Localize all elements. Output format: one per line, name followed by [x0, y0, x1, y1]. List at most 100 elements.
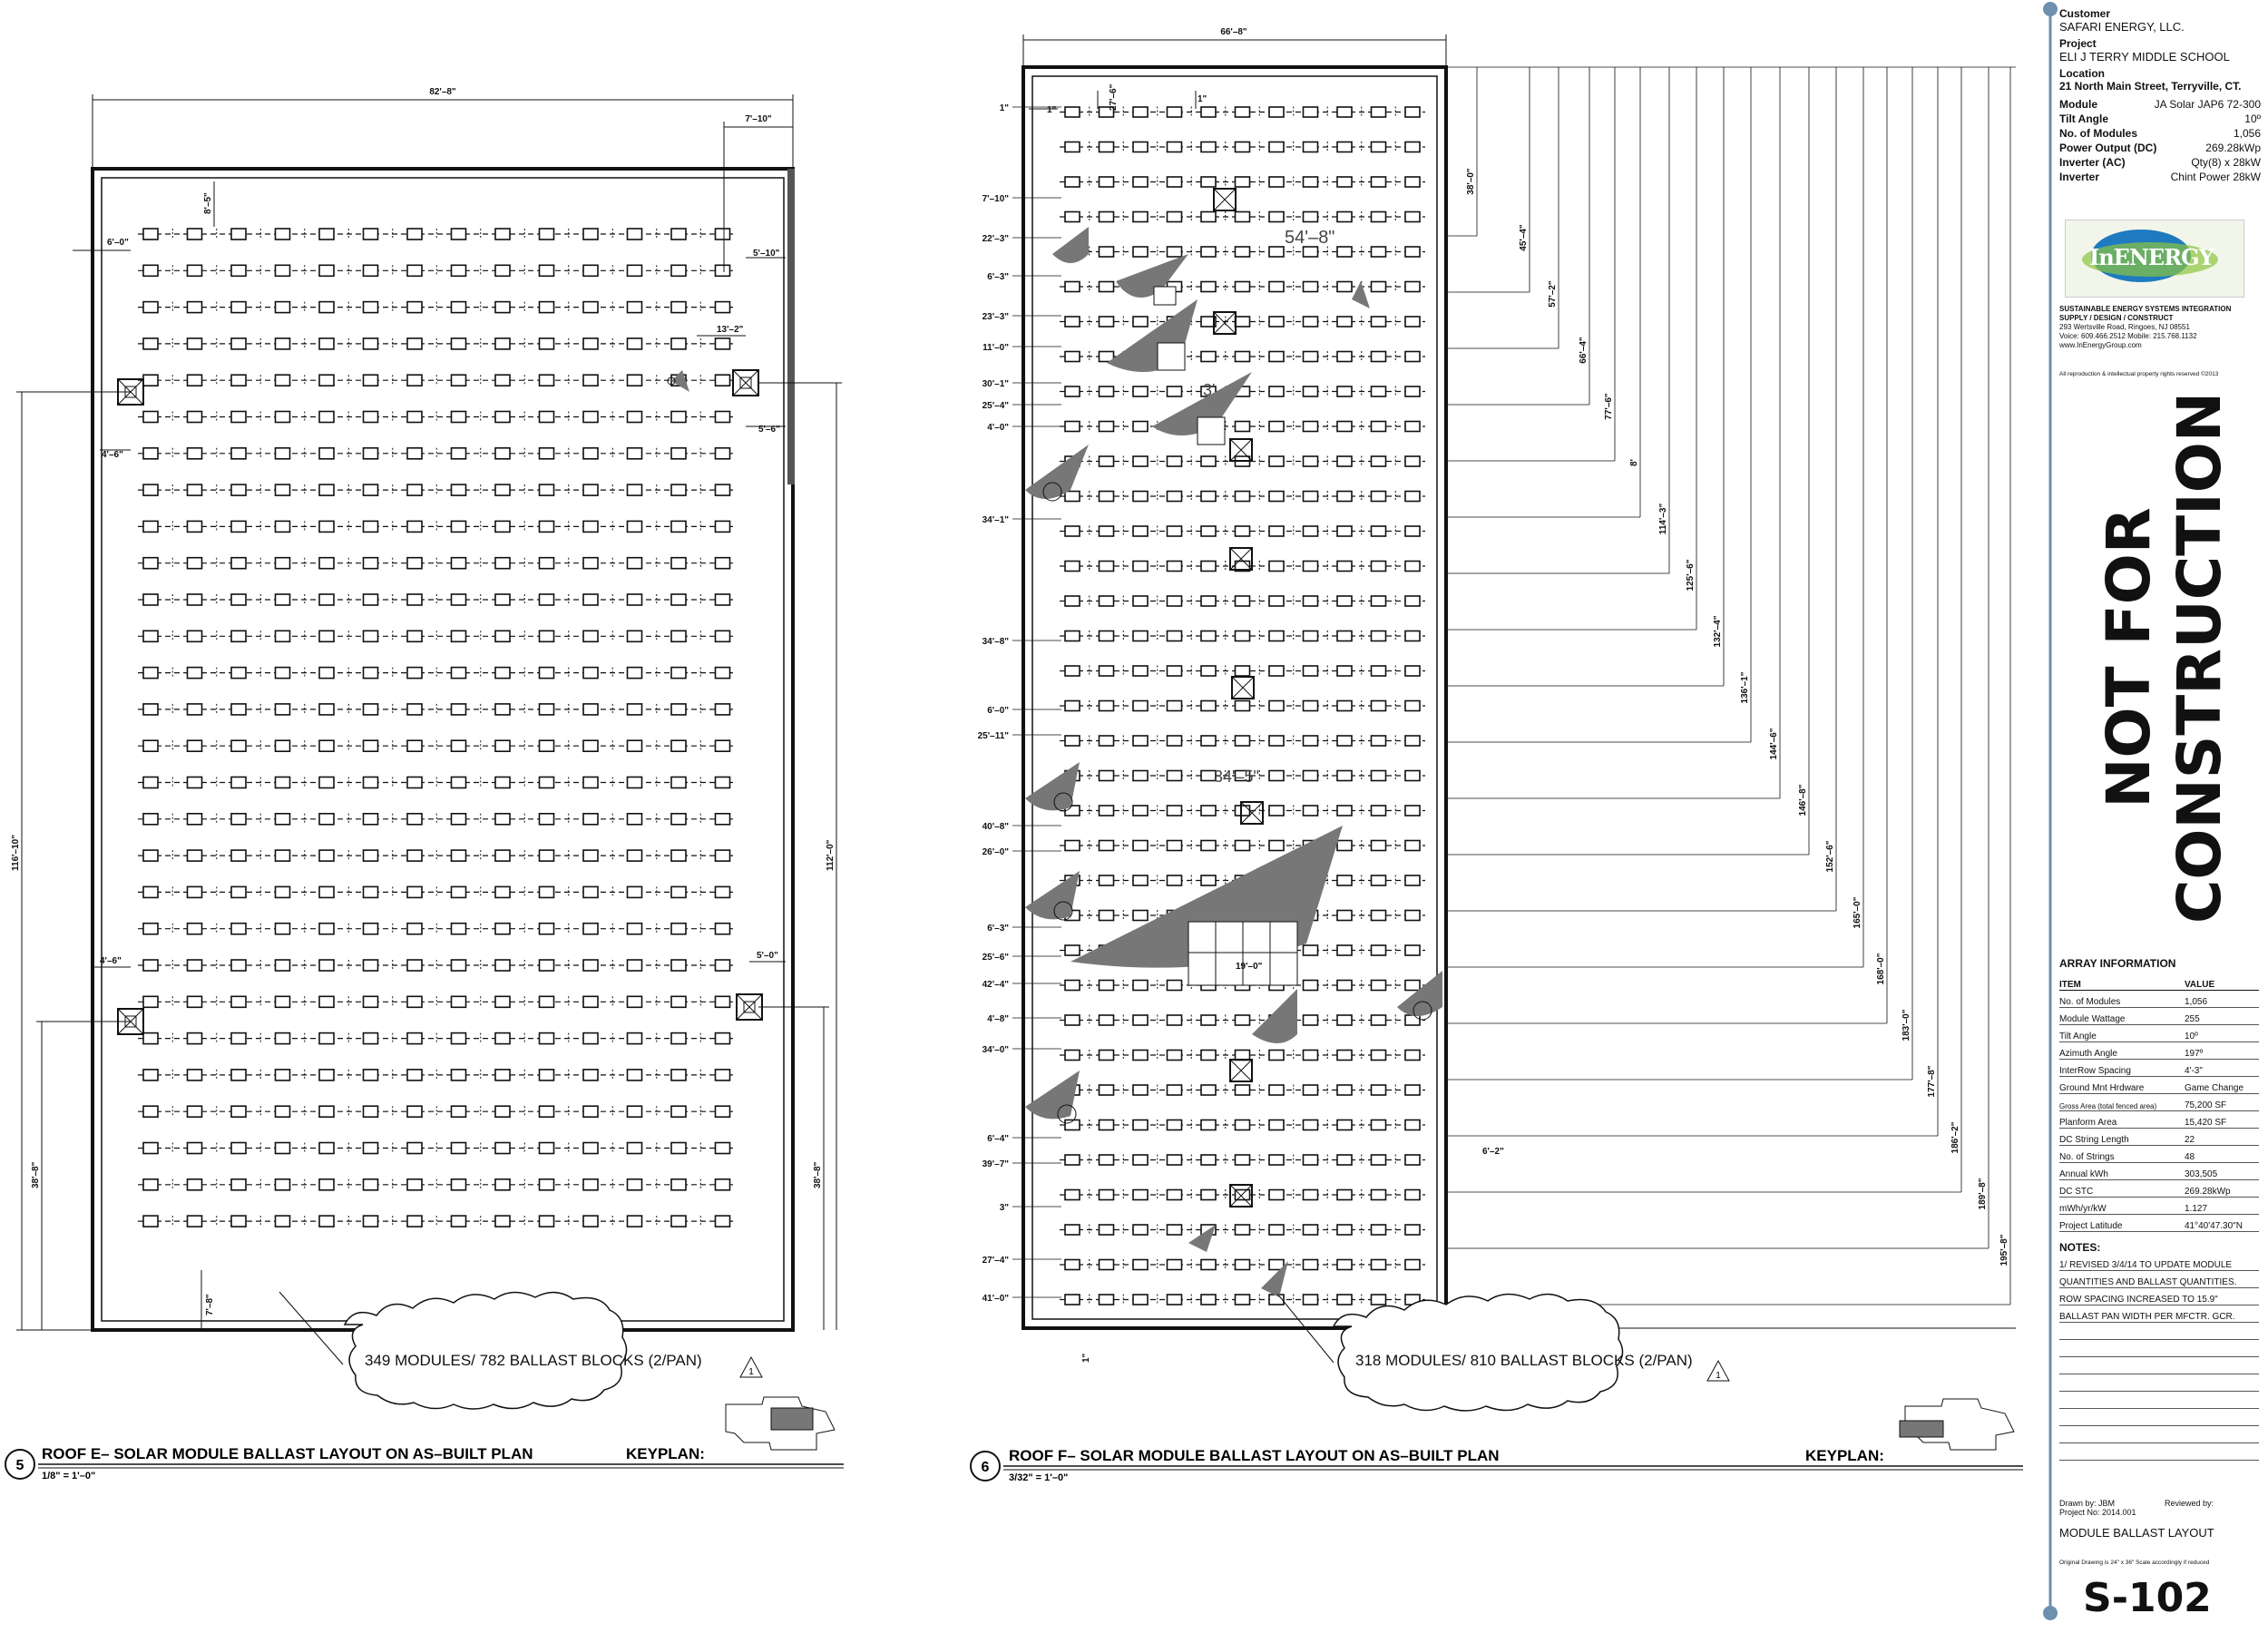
ballast-block [1200, 316, 1217, 328]
roof-e-dimensions [16, 94, 842, 1331]
ballast-block [186, 1178, 203, 1191]
roof-f-left-dim: 6'–3" [987, 272, 1009, 282]
ballast-block [1234, 1294, 1251, 1305]
ballast-block [1098, 210, 1115, 223]
ballast-block [1336, 560, 1353, 572]
ballast-block [362, 593, 379, 606]
ballast-block [538, 446, 555, 460]
ballast-block [186, 593, 203, 606]
ballast-block [142, 922, 159, 935]
note-line-empty [2059, 1323, 2259, 1340]
ballast-block [714, 1105, 731, 1118]
note-line: 1/ REVISED 3/4/14 TO UPDATE MODULE [2059, 1254, 2259, 1271]
roof-f-left-dim: 27'–4" [982, 1256, 1010, 1266]
ballast-block [626, 374, 643, 387]
ballast-block [1166, 1258, 1183, 1271]
ballast-block [406, 849, 423, 862]
company-address: 293 Wertsville Road, Ringoes, NJ 08551 [2059, 323, 2190, 331]
ballast-block [670, 556, 687, 570]
roof-f-title: ROOF F– SOLAR MODULE BALLAST LAYOUT ON A… [1009, 1447, 1500, 1464]
ballast-block [494, 995, 511, 1009]
ballast-block [1064, 386, 1080, 397]
ballast-block [714, 959, 731, 972]
ballast-block [362, 1105, 379, 1118]
ballast-block [1132, 1049, 1149, 1061]
roof-e-dim-bottom-right: 38'–8" [813, 1161, 823, 1188]
ballast-block [362, 1215, 379, 1227]
ballast-block [1064, 1119, 1080, 1131]
ballast-block [450, 630, 467, 643]
roof-f-dim-mid-d: 19'–0" [1236, 962, 1263, 972]
ballast-block [1166, 805, 1183, 816]
ballast-block [1268, 141, 1285, 153]
ballast-block [274, 666, 291, 680]
ballast-block [714, 1069, 731, 1081]
ballast-block [494, 739, 511, 753]
ballast-block [1302, 176, 1319, 188]
ballast-block [1166, 386, 1183, 397]
ballast-block [186, 228, 203, 240]
ballast-block [670, 593, 687, 606]
ballast-block [318, 556, 335, 570]
ballast-block [714, 703, 731, 716]
roof-e-dim-width: 82'–8" [429, 87, 456, 97]
ballast-block [1098, 769, 1115, 782]
ballast-block [1098, 1119, 1115, 1131]
ballast-block [1336, 141, 1353, 153]
detail-captions: 5 ROOF E– SOLAR MODULE BALLAST LAYOUT ON… [5, 1445, 2023, 1483]
ballast-block [1370, 455, 1387, 467]
company-tagline: SUSTAINABLE ENERGY SYSTEMS INTEGRATION [2059, 305, 2232, 313]
ballast-block [1064, 1154, 1080, 1166]
ballast-block [362, 885, 379, 899]
ballast-block [1268, 490, 1285, 503]
ballast-block [1234, 525, 1251, 537]
roof-f-left-dimensions: 1"7'–10"22'–3"6'–3"23'–3"11'–0"30'–1"25'… [978, 103, 1061, 1304]
ballast-block [1404, 350, 1421, 363]
ballast-block [1370, 1294, 1387, 1305]
ballast-block [318, 300, 335, 314]
ballast-block [626, 959, 643, 972]
roof-f-keyplan-icon [1899, 1398, 2015, 1451]
ballast-block [450, 300, 467, 314]
ballast-block [1336, 630, 1353, 642]
ballast-block [1098, 699, 1115, 712]
ballast-block [274, 300, 291, 314]
roof-f-left-dim: 6'–4" [987, 1134, 1009, 1144]
note-line-empty [2059, 1426, 2259, 1443]
ballast-block [494, 446, 511, 460]
ballast-block [494, 264, 511, 278]
ballast-block [1268, 1084, 1285, 1096]
ballast-block [1370, 699, 1387, 712]
ballast-block [494, 1141, 511, 1155]
ballast-block [1098, 420, 1115, 433]
ballast-block [450, 520, 467, 533]
ballast-block [1064, 944, 1080, 956]
ballast-block [1404, 630, 1421, 642]
ballast-block [1336, 839, 1353, 852]
ballast-block [1404, 560, 1421, 572]
ballast-block [1336, 1049, 1353, 1061]
ballast-block [318, 885, 335, 899]
ballast-block [494, 556, 511, 570]
ballast-block [1302, 141, 1319, 153]
ballast-block [1200, 735, 1217, 747]
ballast-block [274, 446, 291, 460]
ballast-block [1098, 106, 1115, 118]
ballast-block [1268, 1188, 1285, 1201]
ballast-block [186, 300, 203, 314]
ballast-block [1404, 805, 1421, 816]
ballast-block [1166, 699, 1183, 712]
ballast-block [450, 593, 467, 606]
ballast-block [1166, 1294, 1183, 1305]
ballast-block [1098, 665, 1115, 677]
ballast-block [1404, 1084, 1421, 1096]
ballast-block [1200, 1258, 1217, 1271]
roof-f-left-dim: 25'–11" [978, 731, 1010, 741]
ballast-block [1200, 699, 1217, 712]
roof-f-right-dim: 195'–8" [1999, 1234, 2009, 1266]
ballast-block [450, 410, 467, 424]
roof-f-right-dim: 144'–6" [1769, 728, 1779, 759]
